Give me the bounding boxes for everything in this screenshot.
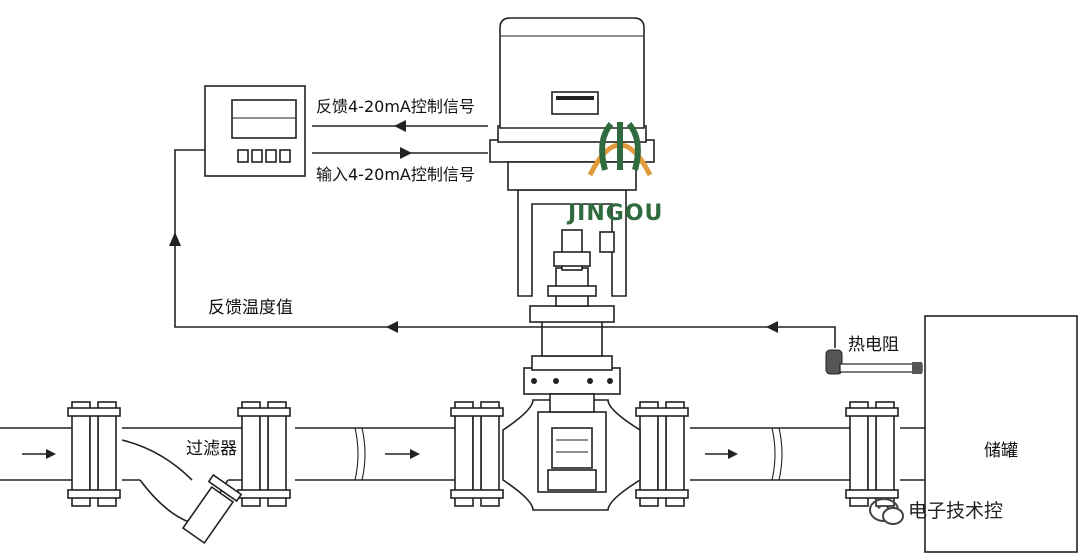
- flange-pair-2: [237, 401, 291, 507]
- flange-pair-4: [635, 401, 689, 507]
- storage-tank: [924, 315, 1078, 553]
- controller-instrument: [204, 85, 306, 177]
- wechat-icon: [869, 498, 904, 525]
- flange-pair-3: [450, 401, 504, 507]
- feedback-temperature-label: 反馈温度值: [208, 298, 293, 318]
- flow-arrow-3: [705, 449, 738, 459]
- storage-tank-label: 储罐: [984, 441, 1018, 461]
- flanges: [67, 401, 899, 507]
- feedback-signal-label: 反馈4-20mA控制信号: [316, 97, 475, 116]
- watermark-text: 电子技术控: [908, 500, 1003, 522]
- filter-label: 过滤器: [186, 439, 237, 459]
- controller-button-3: [265, 149, 277, 163]
- controller-button-4: [279, 149, 291, 163]
- y-strainer-filter: 过滤器: [121, 439, 243, 545]
- signal-lines: [169, 120, 836, 348]
- flange-pair-5: [845, 401, 899, 507]
- flow-arrow-2: [385, 449, 420, 459]
- pipeline: [0, 427, 925, 481]
- jingou-logo: JINGOU: [566, 122, 663, 226]
- flow-arrow-1: [22, 449, 56, 459]
- controller-button-2: [251, 149, 263, 163]
- thermal-resistor: [825, 349, 923, 375]
- logo-text: JINGOU: [566, 201, 663, 226]
- thermal-resistor-label: 热电阻: [848, 335, 899, 355]
- input-signal-label: 输入4-20mA控制信号: [316, 165, 475, 184]
- control-valve: [489, 17, 655, 511]
- controller-button-1: [237, 149, 249, 163]
- flange-pair-1: [67, 401, 121, 507]
- watermark: 电子技术控: [869, 498, 1003, 525]
